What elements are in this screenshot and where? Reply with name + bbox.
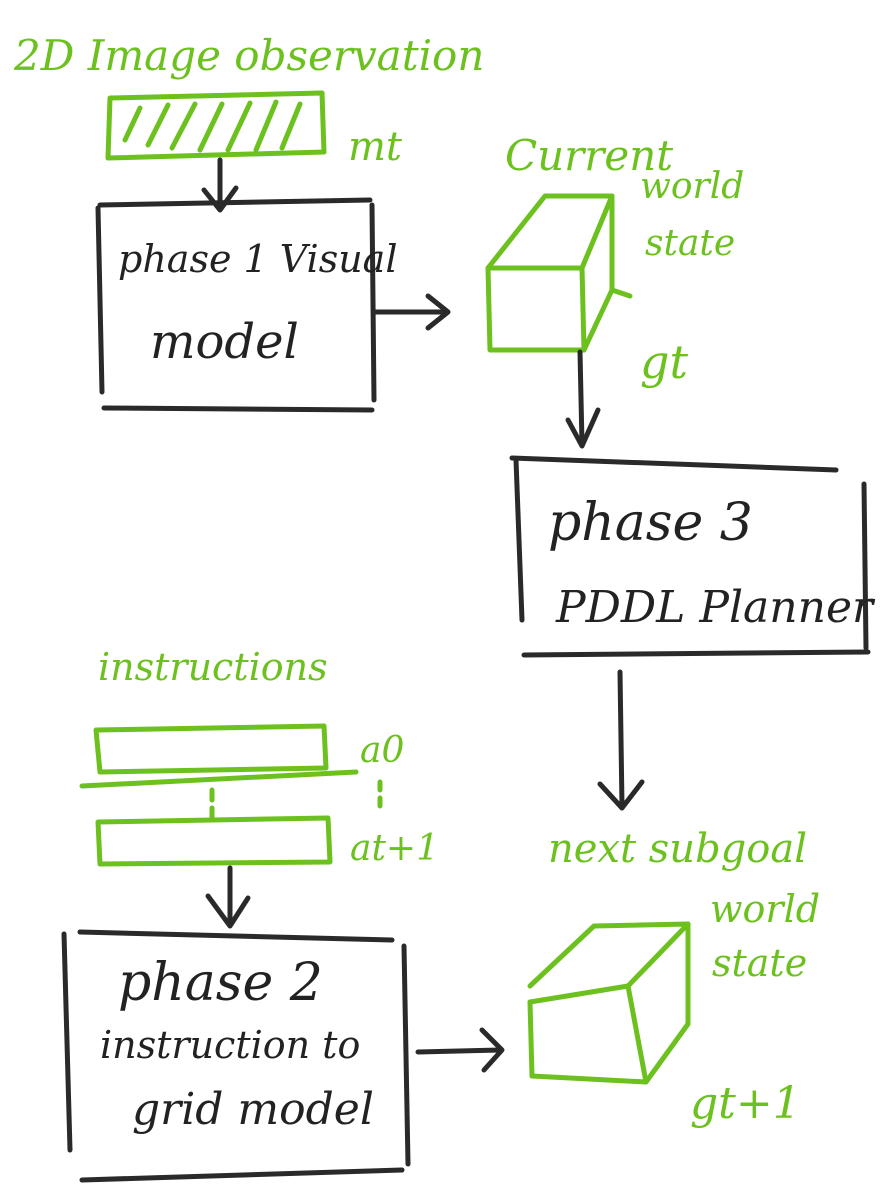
next-state-line3: state (712, 941, 807, 985)
current-state-line2: world (640, 166, 744, 207)
next-state-line2: world (710, 887, 820, 931)
instruction-ellipsis-marks (209, 779, 383, 821)
instructions-title: instructions (98, 645, 328, 689)
current-state-line3: state (645, 223, 735, 264)
current-state-line1: Current (505, 131, 673, 180)
next-state-line1: next subgoal (548, 826, 807, 872)
current-state-symbol: gt (640, 335, 688, 389)
phase2-line2: instruction to (100, 1023, 360, 1067)
instruction-first-label: a0 (360, 730, 404, 771)
current-state-cube-icon (485, 193, 633, 353)
arrow-instructions-to-phase2 (205, 865, 251, 929)
phase3-box (509, 455, 871, 658)
instruction-strip-a0 (79, 723, 359, 789)
instruction-strip-at1 (95, 815, 333, 867)
phase3-line2: PDDL Planner (555, 582, 876, 633)
arrow-phase2-to-next-state (415, 1027, 505, 1073)
phase1-line1: phase 1 Visual (118, 237, 398, 281)
arrow-current-state-to-phase3 (565, 349, 601, 449)
next-state-cube-icon (527, 921, 691, 1085)
phase2-line1: phase 2 (118, 953, 323, 1013)
image-observation-strip (105, 90, 327, 161)
next-state-symbol: gt+1 (690, 1078, 801, 1129)
arrow-observation-to-phase1 (201, 157, 239, 213)
observation-label: mt (348, 124, 403, 170)
phase3-line1: phase 3 (548, 493, 753, 553)
phase1-box (95, 197, 377, 413)
instruction-last-label: at+1 (350, 828, 439, 869)
phase2-box (61, 929, 411, 1183)
observation-title: 2D Image observation (13, 31, 484, 80)
phase2-line3: grid model (132, 1084, 374, 1135)
phase1-line2: model (150, 314, 299, 370)
arrow-phase3-to-next-subgoal (597, 669, 645, 811)
arrow-phase1-to-current-state (373, 293, 451, 331)
